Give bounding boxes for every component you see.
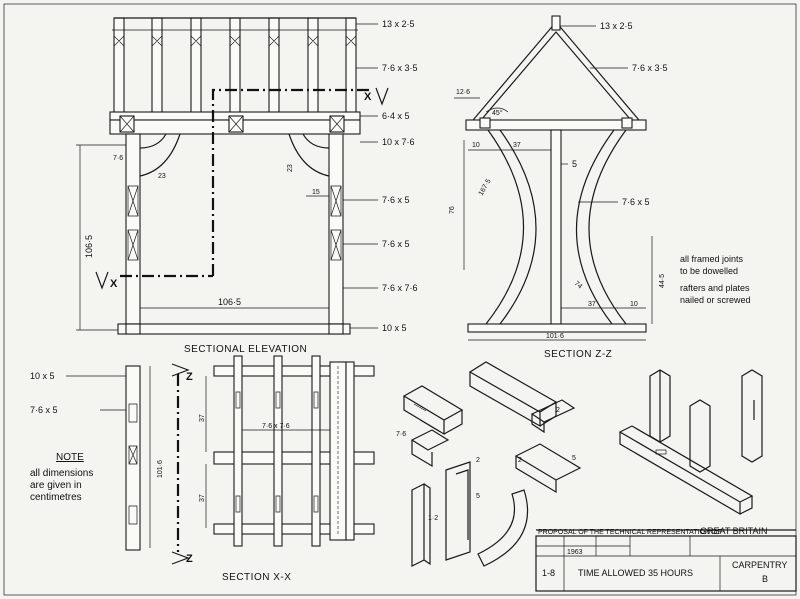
post-side-view [125, 365, 141, 551]
zz-dim-eave: 12·6 [456, 89, 470, 96]
zz-label-top: 13 x 2·5 [600, 21, 633, 31]
xx-label-cross: 7·6 x 7·6 [262, 423, 290, 430]
xx-label-top: 10 x 5 [30, 371, 55, 381]
note-line-1: all dimensions [30, 468, 94, 479]
note-line-2: are given in [30, 480, 82, 491]
note-heading: NOTE [56, 452, 84, 463]
iso-dim-d: 5 [572, 455, 576, 462]
tie-beam [465, 119, 647, 131]
xx-dim-length: 101·6 [157, 460, 164, 478]
dim-brace-b: 23 [287, 164, 294, 172]
zz-dim-44: 44·5 [659, 274, 666, 288]
zz-dim-37a: 37 [513, 142, 521, 149]
section-zz-title: SECTION Z-Z [544, 349, 612, 360]
label-rafter: 13 x 2·5 [382, 19, 415, 29]
dim-width-label: 106·5 [218, 297, 241, 307]
tb-country: GREAT BRITAIN [700, 526, 768, 536]
section-zz: SECTION Z-Z 13 x 2·5 7·6 x 3·5 5 7·6 x 5… [449, 15, 668, 360]
note-rafters-1: rafters and plates [680, 283, 750, 293]
zz-dim-height: 76 [449, 206, 456, 214]
iso-dim-e: 2 [476, 457, 480, 464]
sectional-elevation: X X 13 x 2·5 7·6 x 3·5 6·4 x 5 10 x 7·6 … [76, 17, 418, 335]
label-post-2: 7·6 x 5 [382, 239, 410, 249]
note-joints-1: all framed joints [680, 254, 744, 264]
iso-dim-g: 1·2 [428, 515, 438, 522]
base-rail [467, 323, 647, 333]
tb-trade: CARPENTRY [732, 560, 787, 570]
zz-label-post: 5 [572, 159, 577, 169]
section-xx-title: SECTION X-X [222, 572, 291, 583]
section-mark-x-top: X [364, 91, 372, 103]
tb-scale: 1-8 [542, 568, 555, 578]
zz-dim-base: 101·6 [546, 333, 564, 340]
sill [117, 323, 351, 335]
dim-offset: 7·6 [113, 155, 123, 162]
elevation-title: SECTIONAL ELEVATION [184, 344, 307, 355]
label-plate: 6·4 x 5 [382, 111, 410, 121]
zz-dim-74: 74 [573, 280, 584, 290]
brace-right [588, 129, 627, 325]
xx-label-mid: 7·6 x 5 [30, 405, 58, 415]
note-rafters-2: nailed or screwed [680, 295, 751, 305]
right-brace [302, 133, 330, 149]
iso-dim-f: 5 [476, 493, 480, 500]
isometric-details: 7·6 2 2 5 5 2 1·2 [396, 361, 763, 567]
centre-post [550, 129, 562, 325]
dim-brace-a: 23 [158, 173, 166, 180]
dim-height-label: 106·5 [84, 235, 94, 258]
tb-year: 1963 [567, 549, 583, 556]
label-top-rail: 10 x 7·6 [382, 137, 415, 147]
section-line-x [211, 88, 370, 276]
zz-dim-37b: 37 [588, 301, 596, 308]
tb-time: TIME ALLOWED 35 HOURS [578, 568, 693, 578]
sheet-border [3, 3, 797, 596]
section-mark-z-bottom: Z [186, 553, 193, 565]
zz-dim-10b: 10 [630, 301, 638, 308]
section-mark-x-bottom: X [110, 278, 118, 290]
label-post-3: 7·6 x 7·6 [382, 283, 418, 293]
zz-label-brace: 7·6 x 5 [622, 197, 650, 207]
left-brace [139, 133, 167, 149]
rafter-ends [112, 17, 358, 117]
note-joints-2: to be dowelled [680, 266, 738, 276]
zz-dim-diag: 167·5 [478, 178, 493, 197]
label-purlin: 7·6 x 3·5 [382, 63, 418, 73]
iso-dim-b: 2 [556, 407, 560, 414]
note-line-3: centimetres [30, 492, 82, 503]
dim-brace-c: 15 [312, 189, 320, 196]
section-mark-z-top: Z [186, 371, 193, 383]
iso-dim-c: 2 [518, 457, 522, 464]
label-sill: 10 x 5 [382, 323, 407, 333]
xx-dim-37a: 37 [199, 414, 206, 422]
label-post-1: 7·6 x 5 [382, 195, 410, 205]
tb-grade: B [762, 574, 768, 584]
brace-left [485, 129, 525, 325]
xx-dim-37b: 37 [199, 494, 206, 502]
right-post [328, 133, 344, 325]
tb-proposal: PROPOSAL OF THE TECHNICAL REPRESENTATION… [538, 529, 722, 536]
zz-label-rafter: 7·6 x 3·5 [632, 63, 668, 73]
title-block: PROPOSAL OF THE TECHNICAL REPRESENTATION… [535, 526, 797, 592]
zz-dim-10a: 10 [472, 142, 480, 149]
section-xx: SECTIONAL ELEVATION Z Z 37 37 7·6 x 7·6 … [30, 344, 375, 583]
left-post [125, 133, 141, 325]
iso-dim-a: 7·6 [396, 431, 406, 438]
zz-dim-angle: 45° [492, 109, 503, 117]
